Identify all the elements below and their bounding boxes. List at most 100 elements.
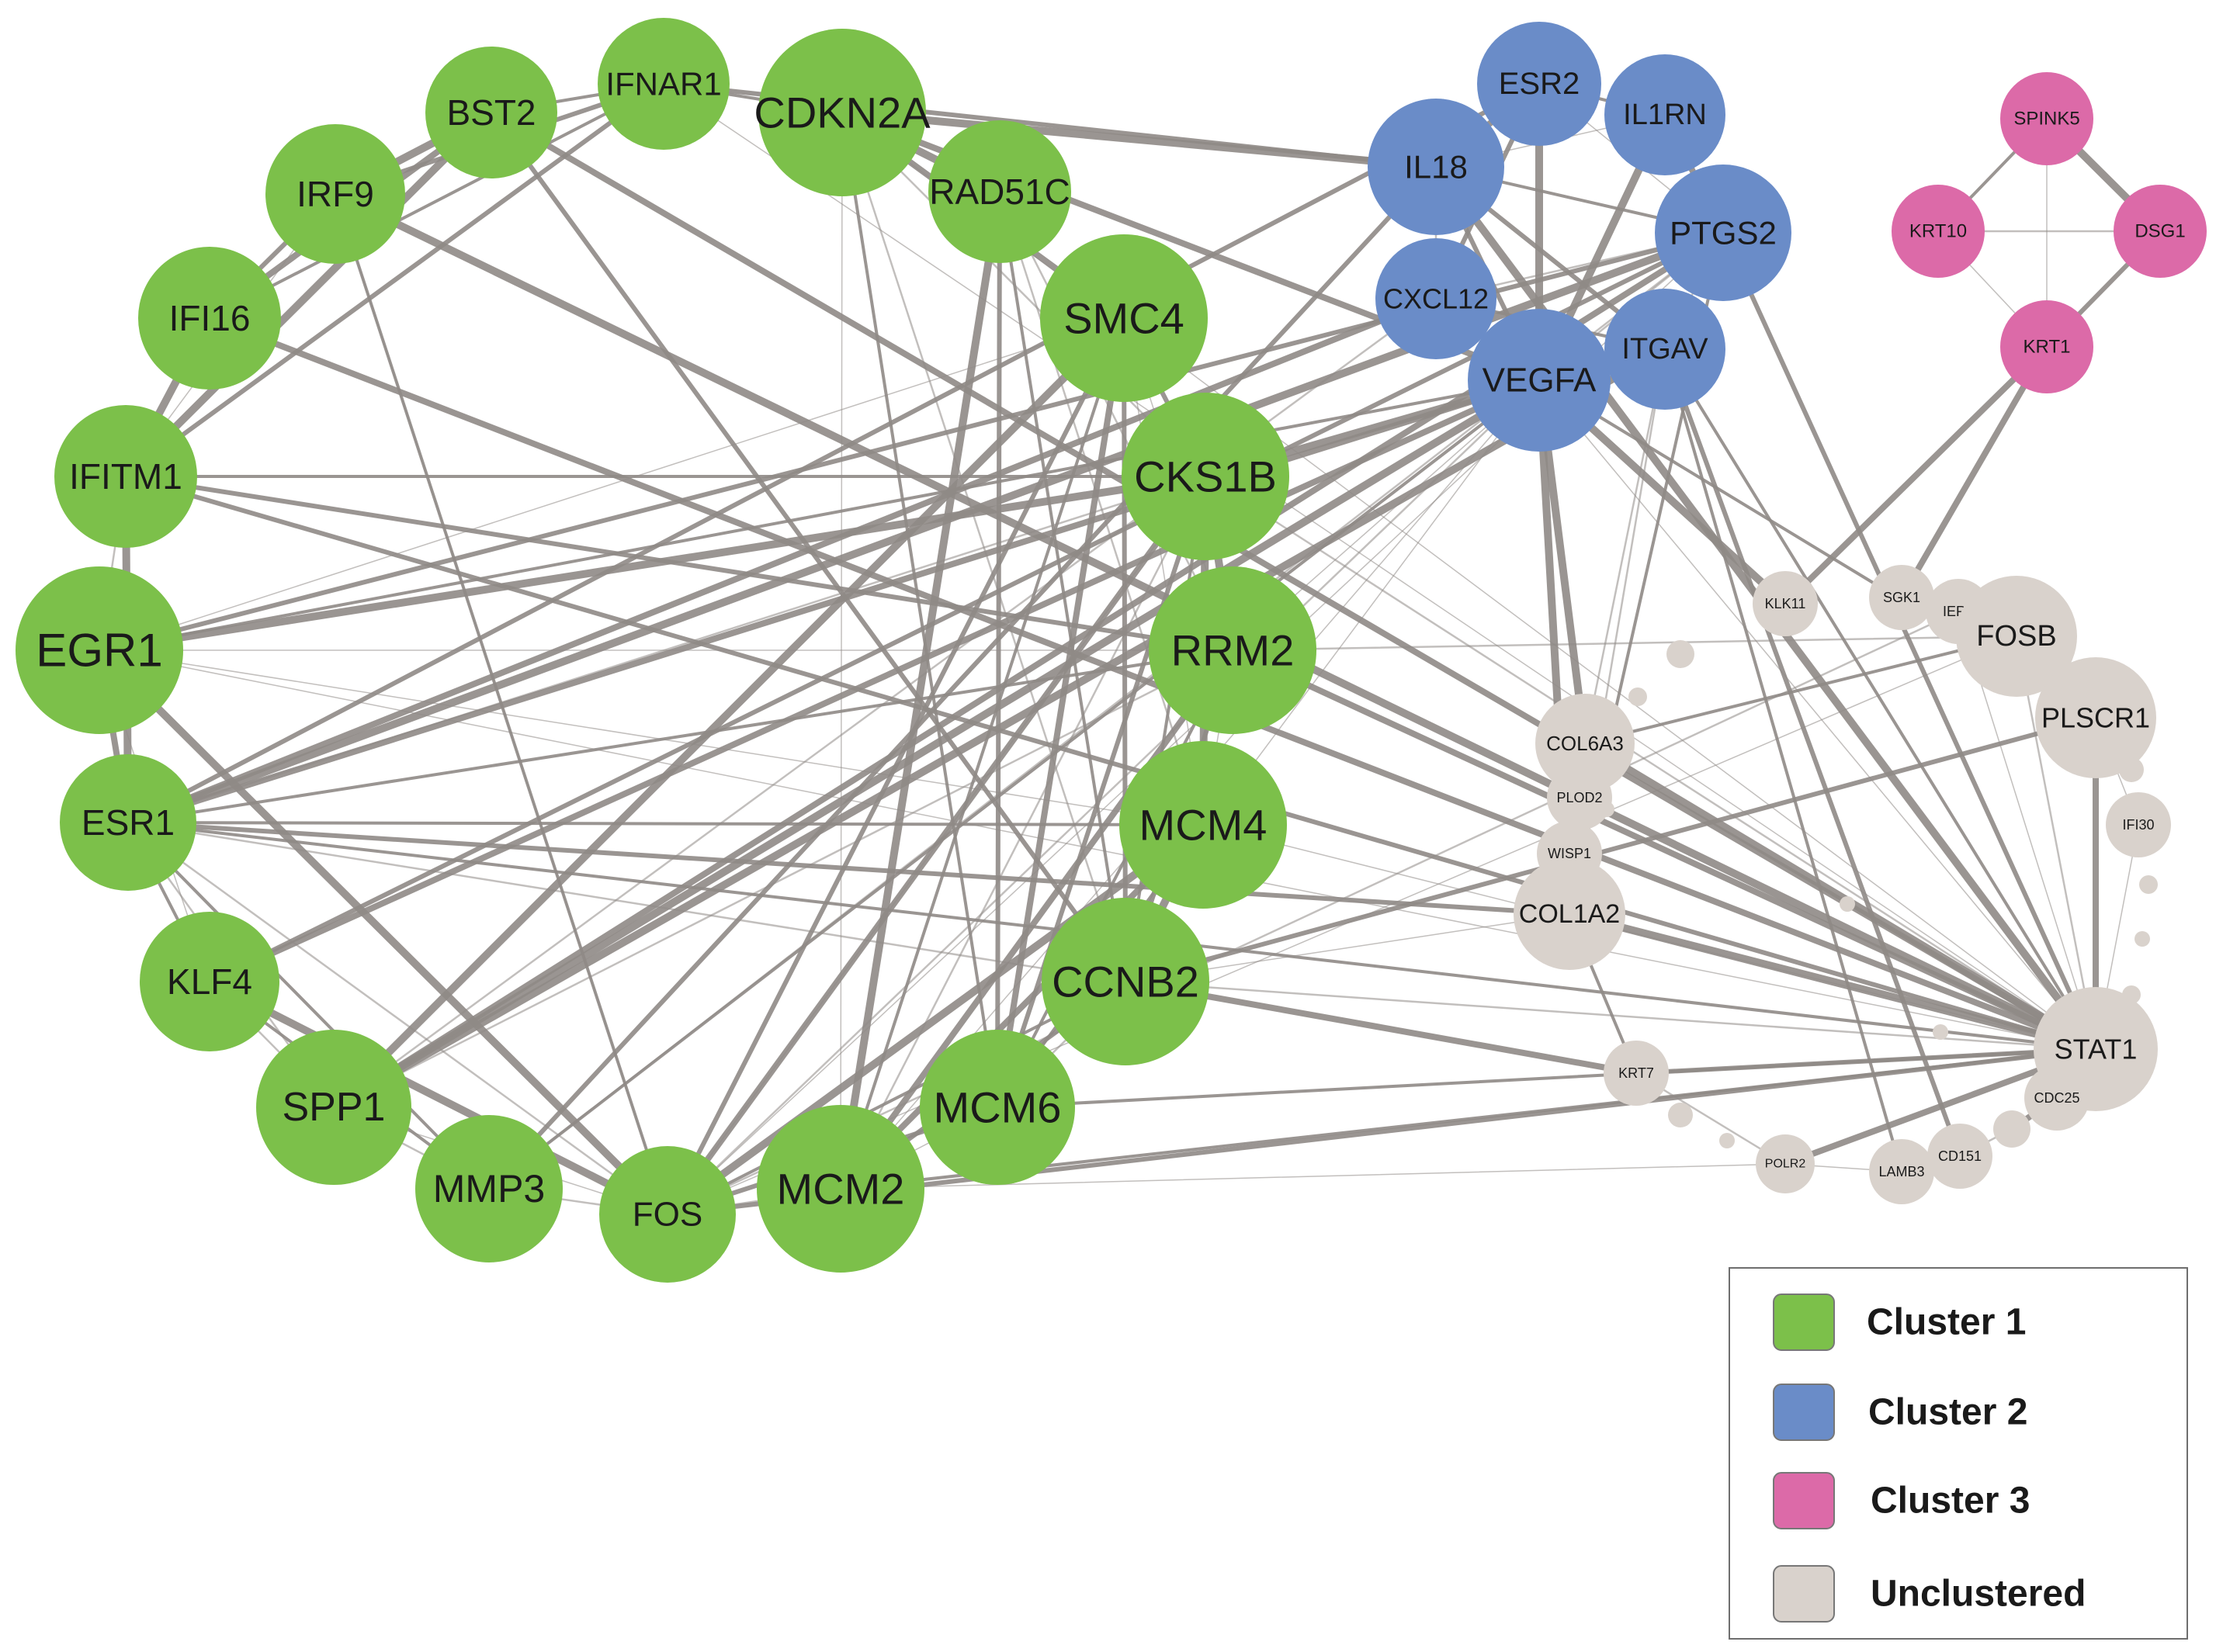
node-circle-fosb (1956, 576, 2077, 697)
edge-smc4-spp1 (330, 314, 1128, 1111)
node-label-stat1: STAT1 (2055, 1034, 2138, 1065)
edge-cks1b-ccnb2 (1124, 475, 1207, 983)
node-krt7: KRT7 (1604, 1041, 1669, 1106)
edge-egr1-vegfa (98, 379, 1541, 652)
node-circle-u8 (1719, 1133, 1735, 1148)
node-circle-krt7 (1604, 1041, 1669, 1106)
node-circle-u1 (1666, 640, 1694, 668)
edge-esr1-esr2 (126, 81, 1541, 825)
edge-egr1-mcm4 (99, 649, 1204, 826)
node-circle-klk11 (1753, 571, 1818, 636)
node-spp1: SPP1 (256, 1030, 411, 1185)
node-u5 (2135, 931, 2150, 947)
node-label-polr2: POLR2 (1765, 1158, 1806, 1171)
node-u7 (1668, 1103, 1693, 1127)
edge-spp1-vegfa (330, 376, 1543, 1111)
node-circle-cxcl12 (1375, 238, 1496, 359)
node-label-ccnb2: CCNB2 (1052, 958, 1199, 1006)
node-label-ifitm1: IFITM1 (69, 456, 182, 497)
node-ifi30: IFI30 (2106, 792, 2171, 857)
node-label-irf9: IRF9 (297, 174, 374, 214)
node-krt1: KRT1 (2000, 300, 2093, 393)
edge-spp1-itgav (330, 345, 1669, 1111)
node-label-rad51c: RAD51C (929, 171, 1070, 212)
edge-esr1-col1a2 (126, 820, 1572, 916)
node-label-bst2: BST2 (446, 92, 536, 133)
edge-klf4-vegfa (206, 377, 1542, 985)
edge-col6a3-fosb (1583, 635, 2018, 745)
edge-ifitm1-rrm2 (123, 474, 1235, 653)
node-circle-u12 (1933, 1024, 1948, 1040)
node-circle-plscr1 (2035, 657, 2156, 778)
edge-ifitm1-bst2 (122, 109, 495, 480)
edge-ptgs2-stat1 (1721, 230, 2098, 1051)
edge-stat1-fosb (2015, 635, 2097, 1051)
edge-esr1-cxcl12 (125, 296, 1439, 826)
node-label-mcm2: MCM2 (777, 1165, 905, 1214)
node-label-ptgs2: PTGS2 (1670, 215, 1777, 251)
node-circle-u11 (1840, 896, 1855, 912)
edge-esr1-cks1b (127, 475, 1207, 824)
node-circle-fos (599, 1146, 736, 1283)
node-circle-u9 (1599, 802, 1614, 817)
node-circle-krt1 (2000, 300, 2093, 393)
node-label-col1a2: COL1A2 (1519, 899, 1620, 929)
node-lamb3: LAMB3 (1869, 1139, 1934, 1204)
node-circle-il1rn (1604, 54, 1725, 175)
node-circle-dsg1 (2114, 185, 2207, 278)
node-circle-esr2 (1477, 22, 1601, 146)
edge-ccnb2-plscr1 (1123, 715, 2098, 984)
node-circle-mcm2 (757, 1105, 924, 1273)
edge-fos-ier3 (666, 610, 1960, 1216)
edge-fos-klf4 (206, 978, 671, 1218)
node-label-esr2: ESR2 (1499, 67, 1580, 101)
node-label-plscr1: PLSCR1 (2041, 702, 2150, 734)
node-circle-cd151 (1927, 1124, 1992, 1189)
node-label-klf4: KLF4 (167, 961, 252, 1002)
node-circle-smc4 (1040, 234, 1208, 402)
node-circle-esr1 (60, 754, 196, 891)
edge-egr1-fos (95, 646, 671, 1218)
node-circle-col1a2 (1514, 858, 1625, 970)
node-ifi16: IFI16 (138, 247, 281, 390)
node-rad51c: RAD51C (928, 120, 1071, 263)
node-circle-rad51c (928, 120, 1071, 263)
node-circle-itgav (1604, 289, 1725, 410)
node-mcm6: MCM6 (920, 1030, 1075, 1185)
legend-label-cluster-1: Cluster 1 (1867, 1302, 2026, 1343)
node-label-itgav: ITGAV (1621, 333, 1708, 365)
node-dsg1: DSG1 (2114, 185, 2207, 278)
node-klk11: KLK11 (1753, 571, 1818, 636)
legend-swatch-unclustered (1773, 1565, 1835, 1623)
node-circle-cdkn2a (758, 29, 926, 196)
node-circle-ifi16 (138, 247, 281, 390)
node-plod2: PLOD2 (1547, 765, 1612, 830)
node-mmp3: MMP3 (415, 1115, 563, 1262)
node-fos: FOS (599, 1146, 736, 1283)
node-circle-u2 (1628, 687, 1647, 706)
legend-label-cluster-2: Cluster 2 (1868, 1392, 2027, 1433)
edge-mmp3-il18 (487, 165, 1438, 1191)
edge-bst2-ccnb2 (489, 110, 1128, 984)
node-circle-il18 (1368, 99, 1504, 235)
node-sgk1: SGK1 (1869, 565, 1934, 630)
node-circle-mia (1993, 1110, 2030, 1148)
node-label-dsg1: DSG1 (2135, 221, 2185, 242)
node-u2 (1628, 687, 1647, 706)
node-label-krt1: KRT1 (2024, 337, 2071, 358)
node-cdc25: CDC25 (2024, 1065, 2089, 1131)
node-cdkn2a: CDKN2A (754, 29, 931, 196)
node-label-cxcl12: CXCL12 (1383, 283, 1489, 315)
node-mia (1993, 1110, 2030, 1148)
node-col1a2: COL1A2 (1514, 858, 1625, 970)
edge-esr1-fos (127, 821, 669, 1216)
node-u11 (1840, 896, 1855, 912)
node-cks1b: CKS1B (1122, 393, 1289, 560)
node-itgav: ITGAV (1604, 289, 1725, 410)
node-circle-bst2 (425, 47, 557, 178)
node-circle-col6a3 (1535, 694, 1635, 793)
edge-itgav-lamb3 (1663, 348, 1903, 1173)
edge-egr1-cks1b (95, 473, 1209, 654)
node-label-ifi30: IFI30 (2122, 817, 2154, 833)
